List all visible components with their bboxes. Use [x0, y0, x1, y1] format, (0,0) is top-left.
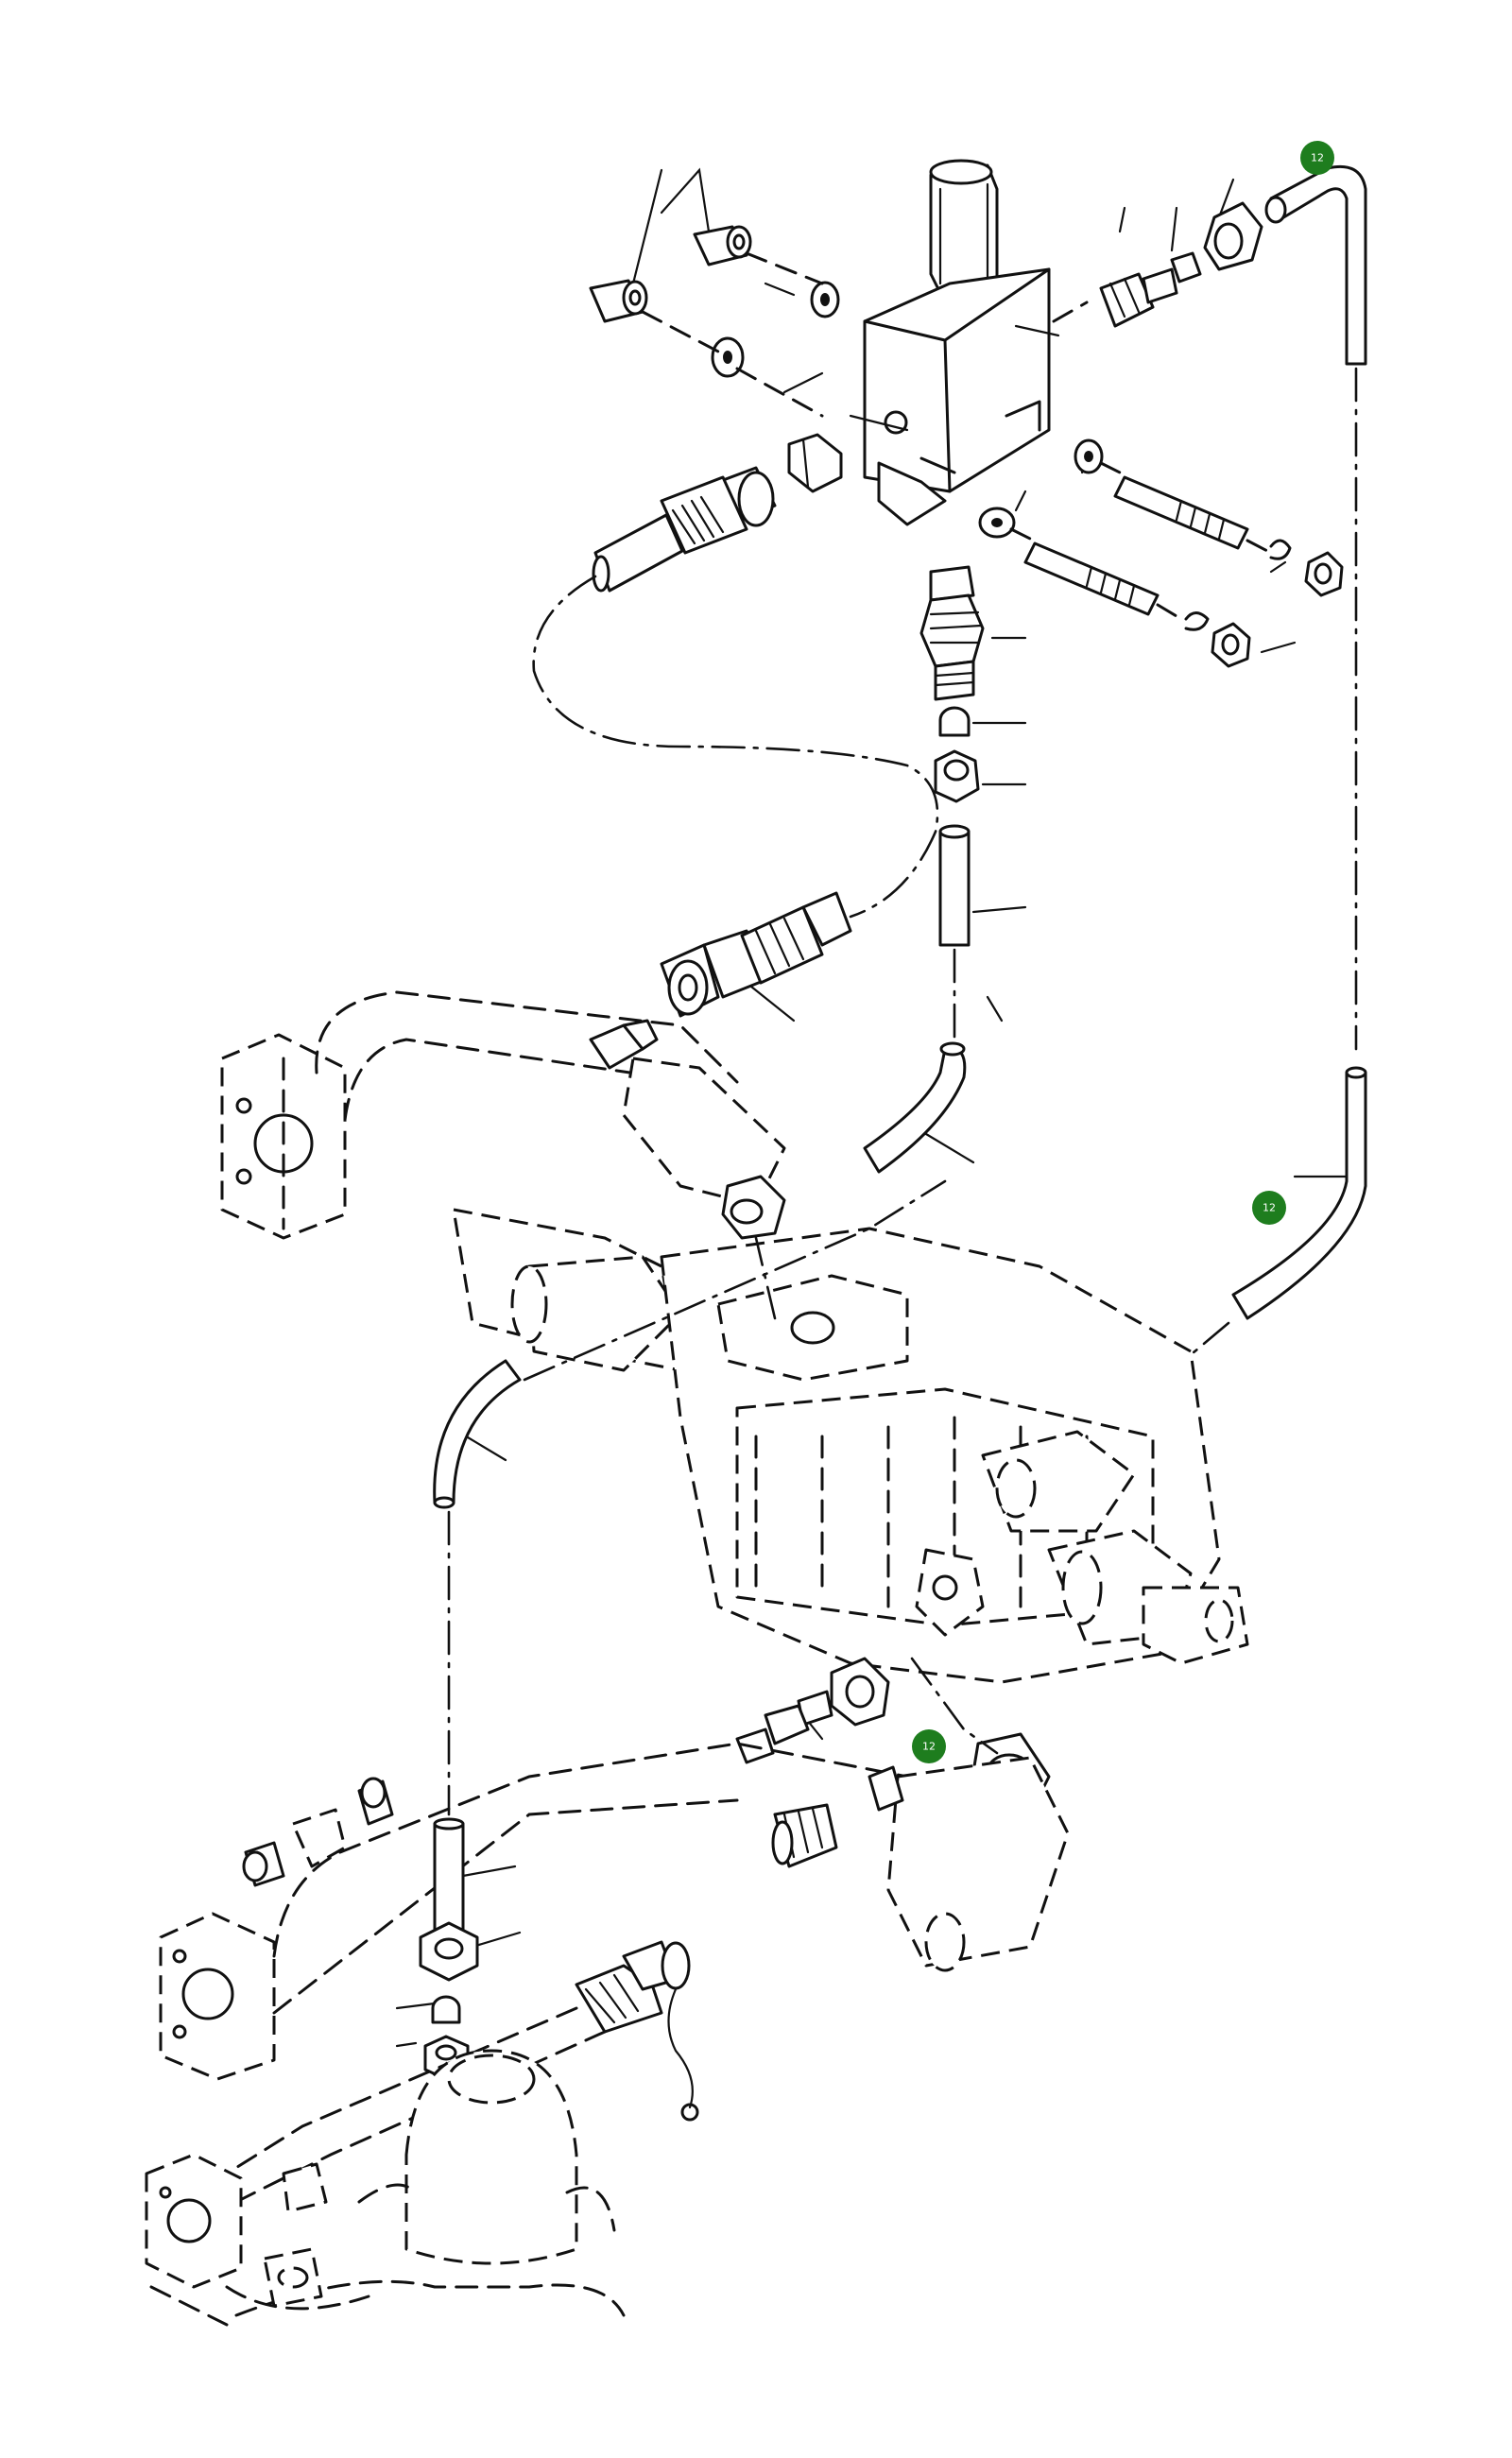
tube-elbow-right [1231, 1066, 1367, 1320]
hose-end-middle [660, 891, 852, 1018]
hose-end-top [592, 433, 843, 593]
control-valve-body [452, 1208, 1249, 1684]
alignment-line [1009, 527, 1041, 545]
hose-routing-path [532, 575, 939, 919]
callout-marker-12-bottom[interactable]: 12 [912, 1729, 946, 1763]
fittings-top-right [1099, 201, 1263, 328]
studs [1023, 475, 1273, 621]
callout-label: 12 [1263, 1202, 1276, 1214]
callout-label: 12 [1311, 152, 1324, 164]
center-column-fittings [919, 565, 985, 947]
alignment-line [641, 310, 720, 353]
alignment-line [754, 1236, 777, 1320]
alignment-line [735, 367, 824, 418]
flange-hose-lower [159, 1742, 1070, 2081]
tube-elbow-top [1264, 164, 1367, 366]
lock-washers-nuts [1184, 539, 1344, 668]
relief-valve-block [863, 159, 1051, 526]
spacer-bushings [589, 225, 752, 323]
tube-left-curved [433, 1359, 522, 1509]
pump-dome-bottom [145, 2049, 626, 2327]
lower-left-small-parts [419, 1817, 479, 2081]
alignment-line [1052, 301, 1089, 323]
tube-center-curved [863, 1041, 967, 1174]
washers-top [711, 281, 1104, 539]
callout-marker-12-top[interactable]: 12 [1300, 141, 1334, 175]
callout-marker-12-right[interactable]: 12 [1252, 1191, 1286, 1225]
alignment-line [1099, 461, 1131, 479]
alignment-line [523, 1179, 947, 1382]
alignment-line [745, 251, 824, 285]
callout-label: 12 [922, 1741, 936, 1753]
alignment-line [910, 1657, 999, 1755]
flange-hose-upper-left [220, 990, 786, 1240]
